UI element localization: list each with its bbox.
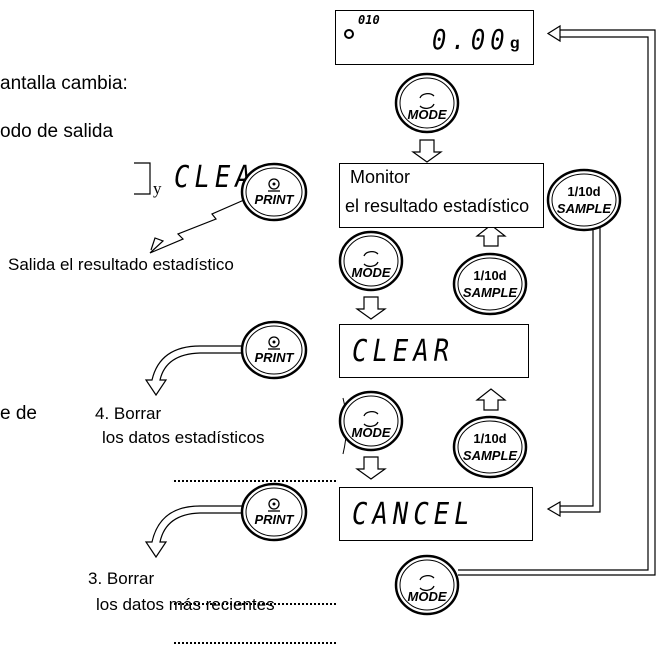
print-button-shape bbox=[240, 482, 308, 542]
mode-button-label: MODE bbox=[351, 265, 391, 280]
curve-arrow-cancel bbox=[144, 505, 244, 559]
left-text-line2: odo de salida bbox=[0, 121, 114, 142]
left-text-line1: antalla cambia: bbox=[0, 73, 128, 94]
cancel-display-text: CANCEL bbox=[352, 497, 475, 532]
left-text-clea-display: CLEA bbox=[174, 160, 256, 195]
sample-button-top-label: 1/10d bbox=[473, 431, 507, 446]
sample-button-shape bbox=[452, 252, 528, 316]
print-button-shape bbox=[240, 320, 308, 380]
monitor-line1: Monitor bbox=[350, 167, 411, 187]
sample-button[interactable]: 1/10d SAMPLE bbox=[546, 168, 622, 232]
sample-button-bottom-label: SAMPLE bbox=[462, 448, 518, 463]
mode-button-shape bbox=[394, 72, 460, 134]
left-text-line4: e de bbox=[0, 403, 37, 424]
up-arrow-1 bbox=[475, 224, 507, 247]
sample-button[interactable]: 1/10d SAMPLE bbox=[452, 415, 528, 479]
down-arrow-1 bbox=[411, 139, 443, 163]
clear-display-text: CLEAR bbox=[352, 334, 455, 369]
print-button-shape bbox=[240, 162, 308, 222]
mode-button[interactable]: MODE bbox=[394, 554, 460, 616]
borrar4-label-line2: los datos estadísticos bbox=[102, 428, 265, 447]
loop-sample-to-cancel bbox=[560, 225, 601, 513]
print-button[interactable]: PRINT bbox=[240, 482, 308, 542]
sample-button-top-label: 1/10d bbox=[567, 184, 601, 199]
mode-button-shape bbox=[338, 230, 404, 292]
print-button-label: PRINT bbox=[254, 192, 294, 207]
loop-arrowhead-top bbox=[546, 24, 561, 43]
up-arrow-2 bbox=[475, 388, 507, 411]
print-button-label: PRINT bbox=[254, 512, 294, 527]
left-text-y: y bbox=[153, 179, 162, 198]
sample-button-top-label: 1/10d bbox=[473, 268, 507, 283]
borrar3-label-line2: los datos más recientes bbox=[96, 595, 275, 614]
print-button[interactable]: PRINT bbox=[240, 162, 308, 222]
borrar3-label-line1: 3. Borrar bbox=[88, 569, 155, 588]
down-arrow-2 bbox=[355, 296, 387, 320]
curve-arrow-clear bbox=[144, 345, 244, 397]
mode-button-label: MODE bbox=[351, 425, 391, 440]
loop-mode-to-top-inner bbox=[458, 36, 649, 571]
mode-button[interactable]: MODE bbox=[338, 230, 404, 292]
zigzag-output-arrow bbox=[149, 199, 245, 254]
monitor-display: Monitor el resultado estadístico bbox=[339, 163, 544, 228]
mode-button-label: MODE bbox=[407, 589, 447, 604]
clear-display: CLEAR bbox=[339, 324, 529, 378]
loop-sample-to-cancel-inner bbox=[560, 230, 594, 507]
mode-button-shape bbox=[338, 390, 404, 452]
down-arrow-3 bbox=[355, 456, 387, 480]
display-icon-fragment bbox=[134, 162, 151, 195]
mode-button-shape bbox=[394, 554, 460, 616]
sample-button-shape bbox=[546, 168, 622, 232]
sample-button[interactable]: 1/10d SAMPLE bbox=[452, 252, 528, 316]
sample-button-shape bbox=[452, 415, 528, 479]
mode-button-label: MODE bbox=[407, 107, 447, 122]
mode-button[interactable]: MODE bbox=[394, 72, 460, 134]
stable-indicator-icon bbox=[344, 29, 354, 39]
sample-button-bottom-label: SAMPLE bbox=[556, 201, 612, 216]
weight-unit: g bbox=[510, 35, 520, 52]
sample-button-bottom-label: SAMPLE bbox=[462, 285, 518, 300]
borrar4-label-line1: 4. Borrar bbox=[95, 404, 162, 423]
print-button[interactable]: PRINT bbox=[240, 320, 308, 380]
weight-small-digits: 010 bbox=[358, 13, 380, 27]
cancel-display: CANCEL bbox=[339, 487, 533, 541]
weight-value: 0.00 bbox=[432, 23, 510, 56]
salida-label: Salida el resultado estadístico bbox=[8, 255, 234, 274]
loop-mode-to-top bbox=[458, 29, 656, 576]
mode-button[interactable]: MODE bbox=[338, 390, 404, 452]
weight-display: 010 0.00 g bbox=[335, 10, 534, 65]
loop-arrowhead-cancel bbox=[546, 500, 561, 518]
monitor-line2: el resultado estadístico bbox=[345, 196, 530, 216]
print-button-label: PRINT bbox=[254, 350, 294, 365]
